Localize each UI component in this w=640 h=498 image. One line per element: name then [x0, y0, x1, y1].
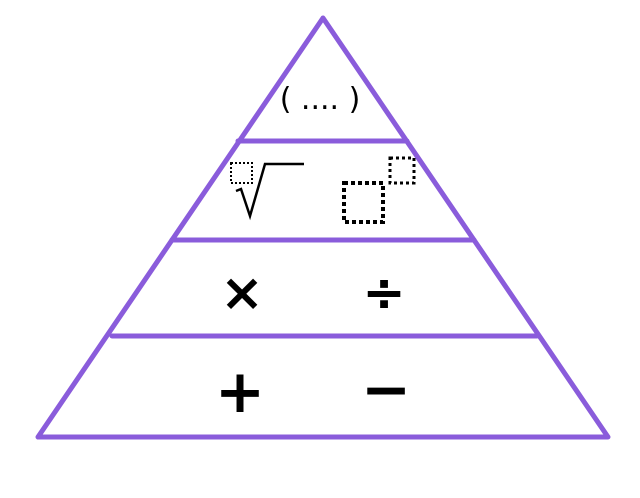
pyramid-outline: [35, 15, 611, 440]
nth-root-icon: [230, 162, 304, 221]
brackets-symbol: ( .... ): [279, 82, 361, 117]
divide-symbol: ÷: [362, 263, 406, 323]
multiply-symbol: ×: [220, 263, 264, 323]
minus-symbol: −: [360, 355, 412, 425]
power-icon: [342, 156, 416, 224]
plus-symbol: +: [214, 357, 266, 427]
